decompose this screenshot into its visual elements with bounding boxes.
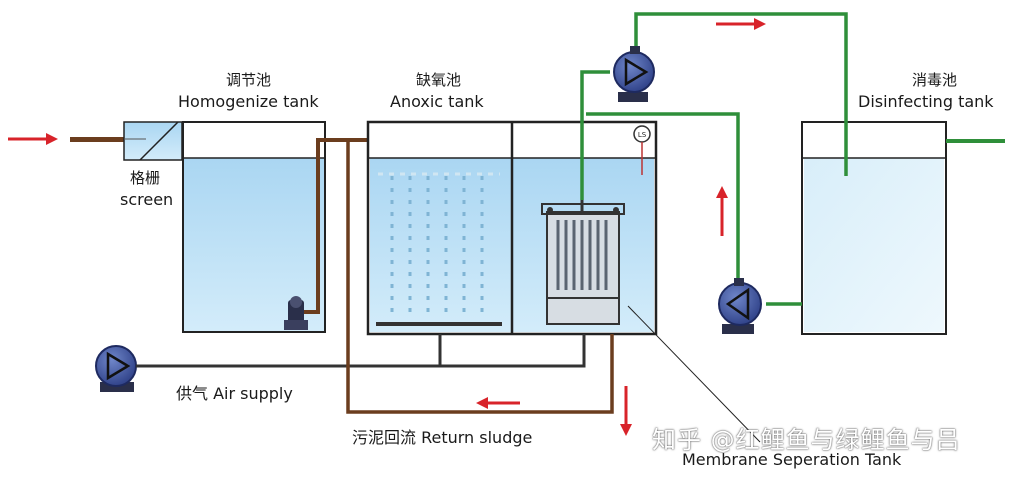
flow-arrow-icon: [476, 397, 520, 409]
screen-cn-label: 格栅: [130, 169, 161, 187]
air-supply-label: 供气 Air supply: [176, 384, 293, 403]
anoxic-tank-cn-label: 缺氧池: [416, 71, 462, 89]
screen-icon: [123, 121, 183, 161]
flow-arrow-icon: [620, 386, 632, 436]
pump-icon: [613, 46, 655, 102]
return-sludge-pipe: [346, 140, 614, 414]
screen-label: screen: [120, 190, 174, 209]
air-blower-pump-icon: [95, 345, 137, 392]
submersible-pump-icon: [284, 296, 308, 330]
watermark: 知乎 @红鲤鱼与绿鲤鱼与吕: [652, 426, 961, 454]
flow-arrow-icon: [716, 186, 728, 236]
flow-arrow-icon: [716, 18, 766, 30]
pump-icon: [718, 278, 762, 334]
membrane-callout-line: [627, 305, 761, 443]
anoxic-tank-label: Anoxic tank: [390, 92, 484, 111]
level-sensor-icon: LS: [633, 125, 651, 175]
permeate-pipes: [580, 12, 848, 306]
homogenize-tank: [182, 121, 326, 333]
membrane-module-icon: [541, 198, 625, 325]
membrane-tank-label: Membrane Seperation Tank: [682, 450, 902, 469]
return-sludge-label: 污泥回流 Return sludge: [352, 428, 533, 447]
ls-label: LS: [638, 131, 647, 139]
air-supply-pipe: [136, 334, 586, 368]
transfer-pipe: [300, 138, 370, 314]
disinfecting-tank-label: Disinfecting tank: [858, 92, 994, 111]
inlet-pipe: [70, 137, 126, 142]
inlet-flow-arrow-icon: [8, 133, 58, 145]
disinfecting-tank: [801, 121, 947, 335]
homogenize-tank-label: Homogenize tank: [178, 92, 319, 111]
homogenize-tank-cn-label: 调节池: [226, 71, 272, 89]
disinfecting-tank-cn-label: 消毒池: [912, 71, 958, 89]
